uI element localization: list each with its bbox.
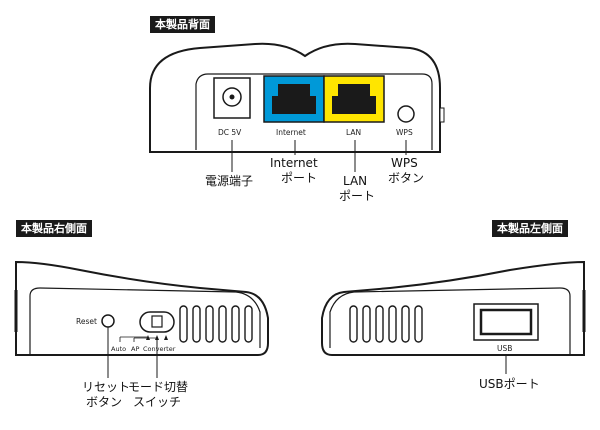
switch-label-auto: Auto: [111, 345, 127, 353]
lan-port-label: LAN: [346, 128, 362, 137]
wps-port-label: WPS: [396, 128, 413, 137]
reset-label: Reset: [76, 317, 97, 326]
dc-jack-icon: [213, 77, 251, 119]
internet-port-callout-line2: ポート: [281, 171, 318, 185]
power-terminal-callout: 電源端子: [205, 174, 254, 188]
rear-panel-title: 本製品背面: [150, 16, 215, 33]
lan-port-icon: [323, 75, 385, 123]
reset-button-callout-line1: リセット: [82, 380, 131, 394]
internet-port-label: Internet: [276, 128, 306, 137]
vent-slots-left: [349, 305, 423, 343]
dc-port-label: DC 5V: [218, 128, 242, 137]
reset-button-callout-line2: ボタン: [86, 395, 123, 409]
internet-port-icon: [263, 75, 325, 123]
wps-button-callout-line1: WPS: [391, 156, 418, 170]
usb-port-callout: USBポート: [479, 377, 540, 391]
vent-slots-right: [179, 305, 253, 343]
lan-port-callout-line1: LAN: [343, 174, 368, 188]
lan-port-callout-line2: ポート: [339, 189, 376, 203]
mode-switch-callout-line1: モード切替: [128, 380, 189, 394]
mode-switch-icon: [119, 311, 175, 342]
switch-label-converter: Converter: [143, 345, 176, 353]
usb-label: USB: [497, 344, 513, 353]
right-side-title: 本製品右側面: [16, 220, 92, 237]
switch-label-ap: AP: [131, 345, 140, 353]
left-side-title: 本製品左側面: [492, 220, 568, 237]
internet-port-callout-line1: Internet: [270, 156, 318, 170]
usb-port-icon: [473, 303, 539, 341]
wps-button-callout-line2: ボタン: [388, 171, 425, 185]
mode-switch-callout-line2: スイッチ: [133, 395, 182, 409]
wps-button-icon: [397, 105, 415, 123]
